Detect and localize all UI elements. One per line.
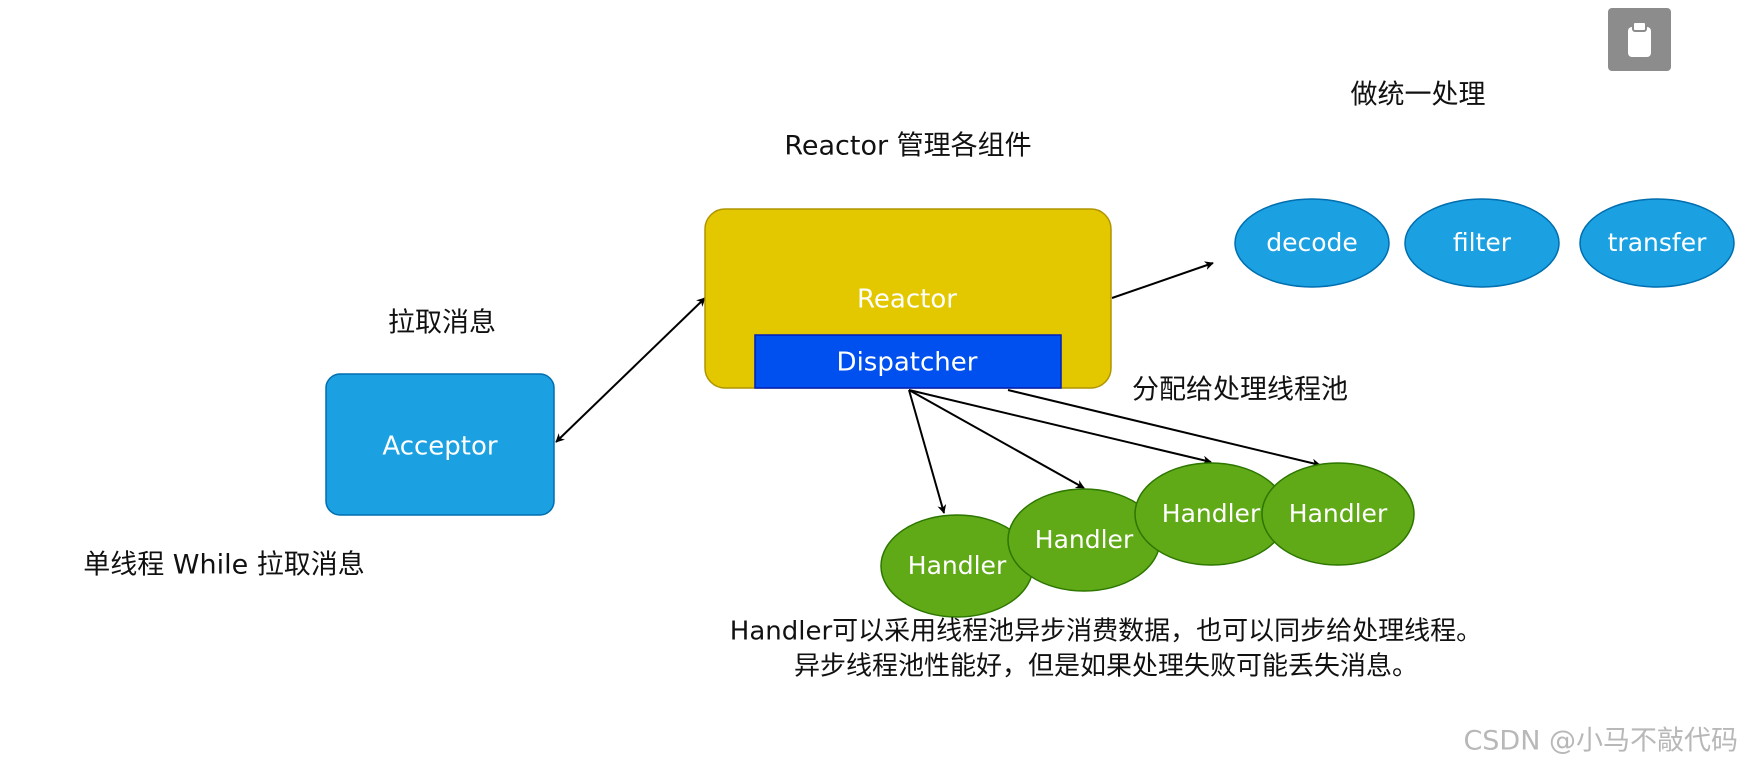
- acceptor-reactor-arrow: [555, 297, 706, 443]
- filter-node: filter: [1404, 198, 1560, 288]
- single-thread-label: 单线程 While 拉取消息: [83, 550, 365, 581]
- note-line-1: Handler可以采用线程池异步消费数据，也可以同步给处理线程。: [730, 617, 1482, 647]
- note-line-2: 异步线程池性能好，但是如果处理失败可能丢失消息。: [794, 652, 1418, 682]
- reactor-manage-label: Reactor 管理各组件: [784, 131, 1031, 162]
- handler-node-1: Handler: [880, 514, 1034, 618]
- reactor-label: Reactor: [857, 285, 957, 315]
- handler-2-label: Handler: [1035, 525, 1134, 554]
- handler-node-3: Handler: [1134, 462, 1288, 566]
- dispatcher-handler-1-arrow: [908, 389, 947, 514]
- acceptor-label: Acceptor: [382, 432, 498, 462]
- decode-label: decode: [1266, 228, 1358, 257]
- dispatcher-handler-2-arrow: [908, 389, 1085, 489]
- dispatcher-node: Dispatcher: [754, 334, 1062, 389]
- filter-label: filter: [1453, 228, 1512, 257]
- copy-toolbar-button[interactable]: [1608, 8, 1671, 71]
- transfer-label: transfer: [1608, 228, 1707, 257]
- dispatcher-label: Dispatcher: [837, 348, 978, 378]
- pull-message-label: 拉取消息: [388, 308, 496, 339]
- watermark: CSDN @小马不敲代码: [1463, 726, 1738, 757]
- dispatcher-handler-4-arrow: [1007, 389, 1321, 468]
- dispatcher-handler-3-arrow: [908, 389, 1212, 465]
- handler-3-label: Handler: [1162, 499, 1261, 528]
- handler-4-label: Handler: [1289, 499, 1388, 528]
- reactor-to-processing-arrow: [1111, 261, 1214, 299]
- handler-node-4: Handler: [1261, 462, 1415, 566]
- unified-processing-label: 做统一处理: [1351, 80, 1486, 111]
- acceptor-node: Acceptor: [325, 373, 555, 516]
- transfer-node: transfer: [1579, 198, 1735, 288]
- decode-node: decode: [1234, 198, 1390, 288]
- dispatch-pool-label: 分配给处理线程池: [1132, 375, 1348, 406]
- handler-1-label: Handler: [908, 551, 1007, 580]
